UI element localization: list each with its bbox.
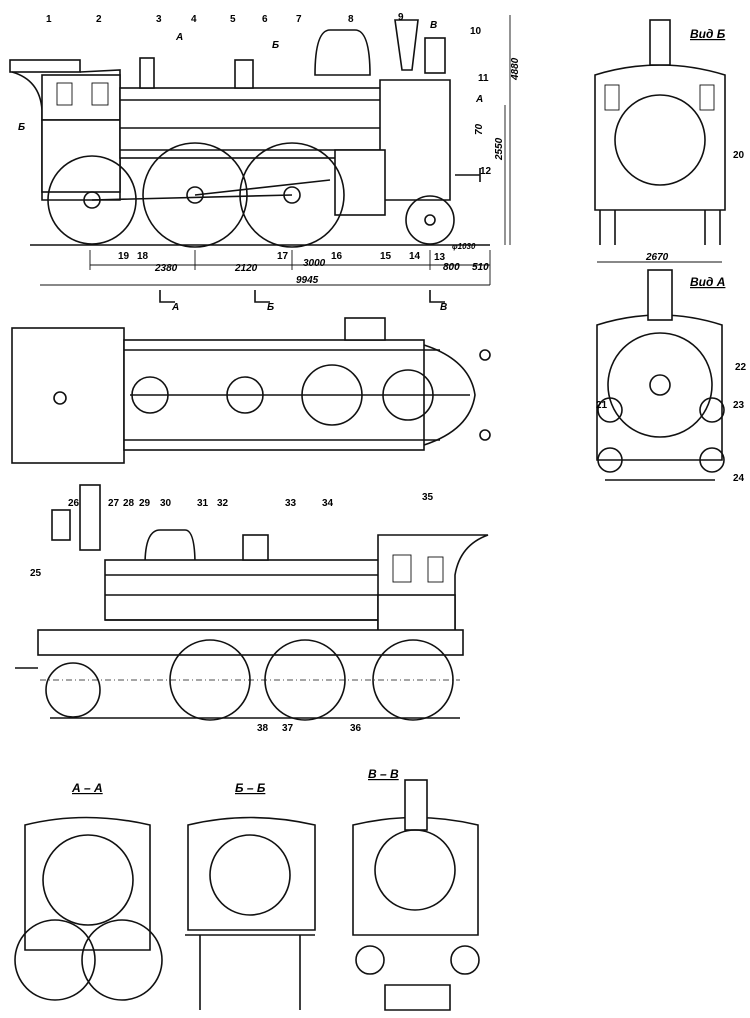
drawing-label: Б: [18, 122, 25, 133]
drawing-label: 15: [380, 251, 392, 262]
drawing-label: 5: [230, 14, 236, 25]
drawing-label: 2: [96, 14, 102, 25]
drawing-label: 26: [68, 498, 80, 509]
drawing-label: 27: [108, 498, 120, 509]
drawing-label: 800: [443, 262, 460, 273]
drawing-label: В: [430, 20, 437, 31]
section-v-v: В – В: [352, 767, 480, 1011]
drawing-label: А: [171, 302, 179, 313]
drawing-label: 7: [296, 14, 302, 25]
drawing-label: 6: [262, 14, 268, 25]
drawing-label: Вид Б: [690, 27, 726, 41]
drawing-label: 38: [257, 723, 269, 734]
section-a-a: А – А: [14, 781, 163, 1001]
view-b: Вид Б 20 2670: [594, 19, 745, 263]
drawing-label: 4: [191, 14, 197, 25]
drawing-label: 25: [30, 568, 42, 579]
drawing-label: 22: [735, 362, 747, 373]
drawing-label: φ1030: [452, 242, 476, 251]
drawing-label: 12: [480, 166, 492, 177]
drawing-label: 1: [46, 14, 52, 25]
drawing-label: 2380: [154, 263, 178, 274]
drawing-label: 35: [422, 492, 434, 503]
drawing-label: Б: [272, 40, 279, 51]
drawing-label: 19: [118, 251, 130, 262]
drawing-label: Б: [267, 302, 274, 313]
driving-wheels: [47, 142, 455, 248]
drawing-label: 8: [348, 14, 354, 25]
drawing-label: 2120: [234, 263, 258, 274]
drawing-label: 34: [322, 498, 334, 509]
drawing-label: 24: [733, 473, 745, 484]
drawing-label: 13: [434, 252, 446, 263]
drawing-label: 9: [398, 12, 404, 23]
drawing-label: А – А: [71, 781, 103, 795]
drawing-label: 510: [472, 262, 489, 273]
drawing-label: 20: [733, 150, 745, 161]
drawing-label: 28: [123, 498, 135, 509]
drawing-label: 11: [478, 73, 489, 84]
drawing-label: 33: [285, 498, 297, 509]
drawing-label: А: [475, 94, 483, 105]
drawing-label: 2670: [645, 252, 669, 263]
view-a: Вид А 21 22 23 24: [596, 269, 747, 484]
drawing-label: 16: [331, 251, 343, 262]
side-view-labels: 1 2 3 4 5 6 7 8 9 10 11 12 13 14 15 16 1…: [18, 12, 521, 313]
drawing-label: 31: [197, 498, 209, 509]
drawing-label: В – В: [368, 767, 399, 781]
drawing-label: В: [440, 302, 447, 313]
drawing-label: 14: [409, 251, 421, 262]
plan-view: [11, 317, 491, 464]
section-b-b: Б – Б: [185, 781, 316, 1010]
drawing-label: Вид А: [690, 275, 725, 289]
drawing-label: 32: [217, 498, 229, 509]
side-view: [9, 15, 511, 286]
drawing-label: 10: [470, 26, 482, 37]
drawing-label: 2550: [494, 137, 505, 161]
drawing-label: А: [175, 32, 183, 43]
drawing-label: 21: [596, 400, 608, 411]
drawing-label: 4880: [510, 57, 521, 81]
rear-side-view: [15, 484, 489, 721]
drawing-label: 23: [733, 400, 745, 411]
drawing-label: 70: [474, 123, 485, 135]
rear-side-view-labels: 25 26 27 28 29 30 31 32 33 34 35 36 37 3…: [30, 492, 434, 734]
drawing-label: 18: [137, 251, 149, 262]
drawing-label: 29: [139, 498, 151, 509]
drawing-label: 3000: [303, 258, 326, 269]
drawing-label: Б – Б: [235, 781, 266, 795]
drawing-label: 3: [156, 14, 162, 25]
drawing-label: 9945: [296, 275, 319, 286]
drawing-label: 17: [277, 251, 289, 262]
drawing-label: 36: [350, 723, 362, 734]
drawing-label: 37: [282, 723, 294, 734]
drawing-label: 30: [160, 498, 172, 509]
